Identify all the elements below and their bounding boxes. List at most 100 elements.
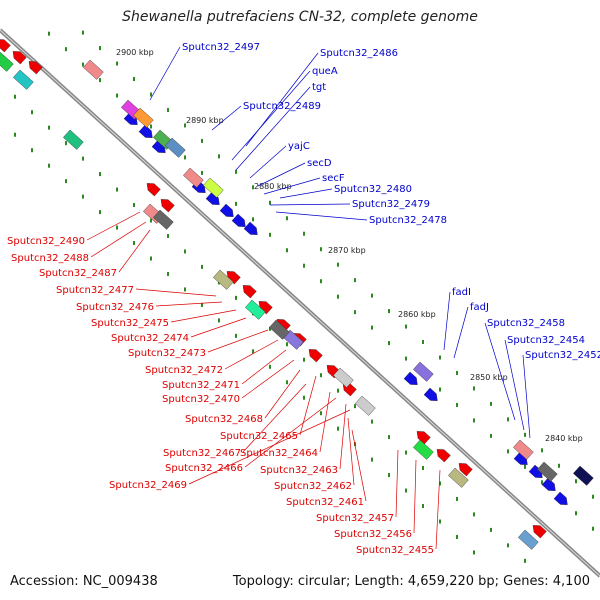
upper-label-leader	[279, 188, 333, 199]
upper-gene-label: Sputcn32_2458	[487, 318, 565, 329]
track-tick	[354, 310, 356, 315]
gene-arrow-shape	[138, 124, 153, 138]
reverse-gene	[146, 183, 161, 197]
forward-gene	[403, 371, 418, 385]
track-tick	[218, 318, 220, 323]
reverse-gene	[416, 431, 431, 445]
track-tick	[371, 419, 373, 424]
track-tick	[252, 217, 254, 222]
track-tick	[65, 179, 67, 184]
track-tick	[439, 519, 441, 524]
lower-label-leader	[435, 469, 441, 550]
feature-box-shape	[133, 107, 154, 128]
lower-label-leader	[395, 449, 399, 518]
track-tick	[269, 232, 271, 237]
track-tick	[252, 349, 254, 354]
track-tick	[184, 123, 186, 128]
track-tick	[320, 247, 322, 252]
forward-gene	[219, 203, 234, 217]
lower-label-leader	[224, 339, 279, 370]
upper-gene-label: Sputcn32_2486	[320, 48, 398, 59]
feature-box	[513, 439, 534, 460]
feature-box-shape	[537, 461, 558, 482]
lower-gene-label: Sputcn32_2461	[286, 497, 364, 508]
gene-arrow-shape	[160, 199, 175, 213]
track-tick	[116, 93, 118, 98]
track-tick	[558, 463, 560, 468]
feature-box-shape	[63, 129, 84, 150]
lower-label-leader	[170, 309, 237, 323]
gene-arrow-shape	[541, 477, 556, 491]
upper-gene-label: Sputcn32_2497	[182, 42, 260, 53]
track-tick	[388, 435, 390, 440]
lower-label-leader	[242, 383, 307, 453]
track-tick	[405, 488, 407, 493]
topology-text: Topology: circular; Length: 4,659,220 bp…	[232, 574, 590, 589]
lower-gene-label: Sputcn32_2477	[56, 285, 134, 296]
track-tick	[456, 370, 458, 375]
upper-label-leader	[443, 291, 451, 351]
gene-arrow-shape	[532, 525, 547, 539]
lower-gene-label: Sputcn32_2455	[356, 545, 434, 556]
feature-box	[13, 69, 34, 90]
reverse-gene	[0, 39, 11, 53]
upper-gene-label: Sputcn32_2489	[243, 101, 321, 112]
accession-text: Accession: NC_009438	[10, 574, 158, 589]
feature-box	[269, 319, 290, 340]
track-tick	[337, 388, 339, 393]
gene-arrow-shape	[146, 183, 161, 197]
upper-gene-label: queA	[312, 66, 338, 77]
upper-label-leader	[263, 177, 321, 195]
lower-label-leader	[413, 459, 417, 534]
track-tick	[524, 558, 526, 563]
lower-gene-label: Sputcn32_2466	[165, 463, 243, 474]
track-tick	[99, 46, 101, 51]
track-tick	[218, 154, 220, 159]
track-tick	[337, 294, 339, 299]
feature-box-shape	[355, 395, 376, 416]
track-tick	[184, 287, 186, 292]
reverse-gene	[160, 199, 175, 213]
track-tick	[235, 333, 237, 338]
track-tick	[507, 449, 509, 454]
gene-arrow-shape	[423, 387, 438, 401]
track-tick	[592, 526, 594, 531]
feature-box	[165, 137, 186, 158]
upper-gene-label: tgt	[312, 82, 326, 93]
track-tick	[269, 200, 271, 205]
feature-box-shape	[448, 467, 469, 488]
feature-box-shape	[573, 465, 594, 486]
feature-box-shape	[0, 51, 14, 72]
track-tick	[150, 218, 152, 223]
track-tick	[592, 494, 594, 499]
upper-gene-label: Sputcn32_2479	[352, 199, 430, 210]
track-tick	[422, 340, 424, 345]
upper-label-leader	[269, 203, 351, 206]
lower-gene-label: Sputcn32_2463	[260, 465, 338, 476]
gene-arrow-shape	[0, 39, 11, 53]
feature-box	[153, 209, 174, 230]
track-tick	[303, 395, 305, 400]
track-tick	[320, 279, 322, 284]
lower-gene-label: Sputcn32_2464	[240, 448, 318, 459]
lower-gene-label: Sputcn32_2476	[76, 302, 154, 313]
track-tick	[48, 163, 50, 168]
forward-gene	[243, 221, 258, 235]
track-tick	[167, 107, 169, 112]
track-tick	[82, 156, 84, 161]
lower-gene-label: Sputcn32_2468	[185, 414, 263, 425]
track-tick	[201, 138, 203, 143]
reverse-gene	[308, 349, 323, 363]
feature-box	[213, 269, 234, 290]
forward-gene	[541, 477, 556, 491]
upper-label-leader	[231, 70, 311, 161]
feature-box-shape	[513, 439, 534, 460]
feature-box-shape	[213, 269, 234, 290]
feature-box	[203, 177, 224, 198]
track-tick	[490, 401, 492, 406]
reverse-gene	[458, 463, 473, 477]
lower-label-leader	[190, 317, 247, 338]
track-tick	[507, 417, 509, 422]
track-tick	[303, 231, 305, 236]
